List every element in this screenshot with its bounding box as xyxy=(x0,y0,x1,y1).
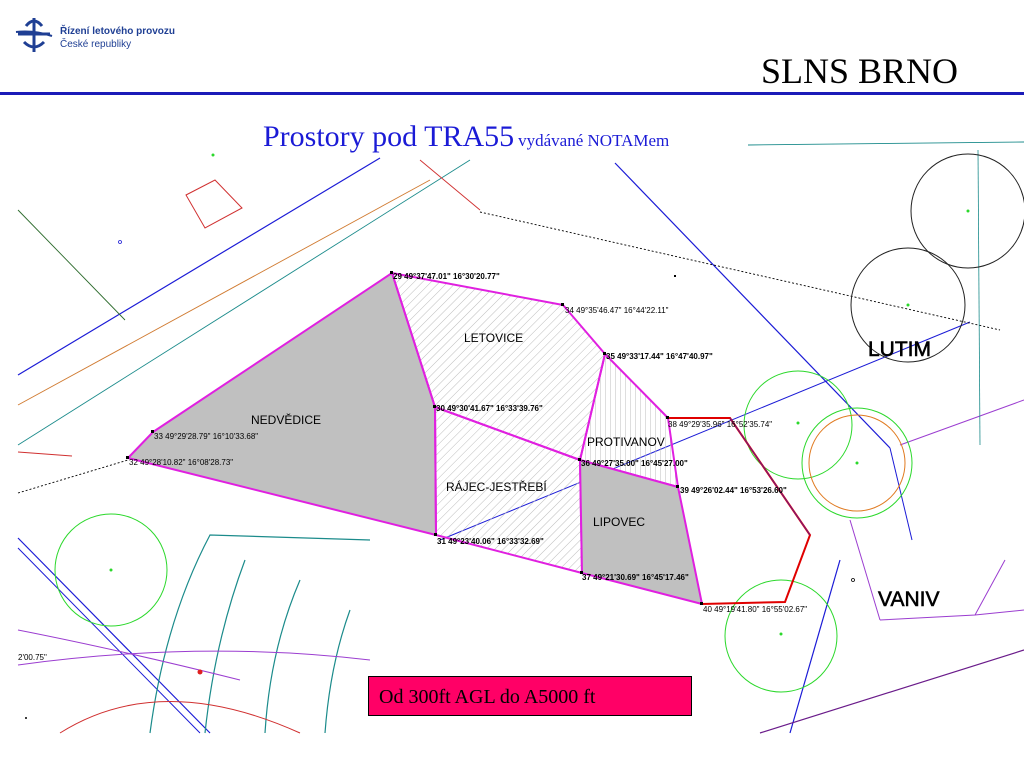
coord-label-38: 38 49°29'35.96" 16°52'35.74" xyxy=(668,420,772,429)
point-675-marker xyxy=(674,275,676,277)
altitude-note-box: Od 300ft AGL do A5000 ft xyxy=(368,676,692,716)
header-title: SLNS BRNO xyxy=(760,51,958,91)
point-37-marker xyxy=(580,571,583,574)
area-label-lutim: LUTIM xyxy=(868,338,931,361)
tra-boundary-inner xyxy=(729,417,811,536)
background-map-lines xyxy=(17,141,1024,734)
ans-cr-logo: Řízení letového provozu České republiky xyxy=(12,12,202,60)
point-29-marker xyxy=(390,271,393,274)
coord-label-33: 33 49°29'28.79" 16°10'33.68" xyxy=(154,432,258,441)
coord-label-32: 32 49°28'10.82" 16°08'28.73" xyxy=(129,458,233,467)
coord-label-34: 34 49°35'46.47" 16°44'22.11" xyxy=(565,306,669,315)
point-36-marker xyxy=(578,458,581,461)
coord-label-30: 30 49°30'41.67" 16°33'39.76" xyxy=(436,404,543,413)
zone-lipovec[interactable] xyxy=(579,459,703,605)
area-label-vaniv: VANIV xyxy=(878,588,939,611)
coord-label-37: 37 49°21'30.69" 16°45'17.46" xyxy=(582,573,689,582)
point-34-marker xyxy=(561,303,564,306)
range-circles xyxy=(25,153,1024,719)
point-35-marker xyxy=(603,352,606,355)
zone-label-letovice: LETOVICE xyxy=(464,331,523,345)
zone-label-lipovec: LIPOVEC xyxy=(593,515,645,529)
point-32-marker xyxy=(126,456,129,459)
coord-label-29: 29 49°37'47.01" 16°30'20.77" xyxy=(393,272,500,281)
zone-nedvedice[interactable] xyxy=(127,272,437,536)
point-30-marker xyxy=(433,405,436,408)
logo-text-line1: Řízení letového provozu xyxy=(60,26,176,37)
header-rule xyxy=(0,92,1024,95)
coord-label-35: 35 49°33'17.44" 16°47'40.97" xyxy=(606,352,713,361)
coord-label-partial: 2'00.75" xyxy=(18,653,47,662)
point-33-marker xyxy=(151,430,154,433)
slide-title-main: Prostory pod TRA55 xyxy=(263,120,515,153)
coord-label-31: 31 49°23'40.06" 16°33'32.69" xyxy=(437,537,544,546)
point-31-marker xyxy=(434,533,437,536)
coord-label-39: 39 49°26'02.44" 16°53'26.60" xyxy=(680,486,787,495)
point-39-marker xyxy=(676,485,679,488)
coord-label-36: 36 49°27'35.00" 16°45'27.00" xyxy=(581,459,688,468)
zone-label-protivanov: PROTIVANOV xyxy=(587,435,665,449)
point-markers xyxy=(126,271,703,605)
ans-cr-emblem-icon xyxy=(15,18,53,52)
zone-polygons xyxy=(127,272,703,605)
zone-label-nedvedice: NEDVĚDICE xyxy=(251,412,321,427)
coord-label-40: 40 49°19'41.80" 16°55'02.67" xyxy=(703,605,807,614)
point-38-marker xyxy=(666,416,669,419)
logo-text-line2: České republiky xyxy=(60,39,132,50)
point-40-marker xyxy=(700,602,703,605)
zone-label-rajec-jestrebi: RÁJEC-JESTŘEBÍ xyxy=(446,479,547,494)
slide-title-sub: vydávané NOTAMem xyxy=(518,131,670,150)
slide-title: Prostory pod TRA55 vydávané NOTAMem xyxy=(263,120,669,154)
